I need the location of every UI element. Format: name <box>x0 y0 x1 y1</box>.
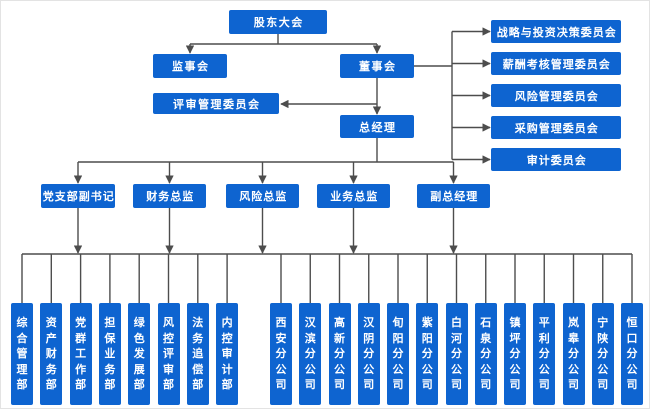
committee-node-label: 战略与投资决策委员会 <box>496 25 617 39</box>
committee-node: 薪酬考核管理委员会 <box>491 52 621 75</box>
department-node: 党群工作部 <box>69 303 92 405</box>
executive-node-label: 党支部副书记 <box>42 190 115 203</box>
branch-node: 宁陕分公司 <box>591 303 614 405</box>
executive-node: 副总经理 <box>417 184 490 208</box>
committee-node-label: 薪酬考核管理委员会 <box>502 57 611 71</box>
branch-node: 白河分公司 <box>445 303 468 405</box>
department-node: 法务追偿部 <box>186 303 209 405</box>
node-supervisory-board: 监事会 <box>153 54 227 78</box>
department-node: 综合管理部 <box>11 303 33 405</box>
committee-node: 审计委员会 <box>491 148 621 171</box>
executive-node-label: 副总经理 <box>430 190 479 203</box>
department-node-label: 绿色发展部 <box>133 316 145 392</box>
node-shareholders-meeting: 股东大会 <box>229 10 327 34</box>
branch-node: 高新分公司 <box>328 303 351 405</box>
branch-node-label: 宁陕分公司 <box>597 316 609 392</box>
branch-node: 汉阴分公司 <box>357 303 380 405</box>
committee-node-label: 采购管理委员会 <box>514 121 599 135</box>
node-review-management-committee: 评审管理委员会 <box>153 93 279 114</box>
branch-node-label: 平利分公司 <box>538 316 550 392</box>
branch-node-label: 镇坪分公司 <box>509 316 521 392</box>
branch-node: 石泉分公司 <box>474 303 497 405</box>
branch-node-label: 汉阴分公司 <box>363 316 375 392</box>
executive-node: 党支部副书记 <box>41 184 115 208</box>
node-general-manager: 总经理 <box>340 115 414 138</box>
branch-node: 镇坪分公司 <box>504 303 526 405</box>
branch-node-label: 汉滨分公司 <box>304 316 316 392</box>
executive-node-label: 风险总监 <box>239 190 288 203</box>
branch-node: 西安分公司 <box>270 303 292 405</box>
executive-node: 财务总监 <box>133 184 206 208</box>
branch-node-label: 岚皋分公司 <box>568 316 579 392</box>
branch-node: 平利分公司 <box>533 303 556 405</box>
department-node-label: 党群工作部 <box>75 316 87 392</box>
executive-node-label: 财务总监 <box>146 190 195 203</box>
branch-node-label: 恒口分公司 <box>626 316 638 392</box>
executive-node: 风险总监 <box>226 184 299 208</box>
branch-node-label: 白河分公司 <box>451 316 462 392</box>
branch-node: 恒口分公司 <box>621 303 643 405</box>
branch-node: 旬阳分公司 <box>387 303 409 405</box>
node-supervisory-board-label: 监事会 <box>172 60 210 73</box>
department-node: 绿色发展部 <box>128 303 151 405</box>
node-general-manager-label: 总经理 <box>359 120 397 134</box>
branch-node-label: 石泉分公司 <box>480 316 492 392</box>
executive-node-label: 业务总监 <box>330 190 379 203</box>
department-node-label: 资产财务部 <box>45 316 57 392</box>
committee-node: 战略与投资决策委员会 <box>491 20 621 43</box>
department-node-label: 综合管理部 <box>16 316 28 392</box>
department-node-label: 法务追偿部 <box>192 316 204 392</box>
branch-node-label: 紫阳分公司 <box>421 316 433 392</box>
department-node: 资产财务部 <box>40 303 63 405</box>
department-node: 内控审计部 <box>216 303 239 405</box>
branch-node: 岚皋分公司 <box>562 303 585 405</box>
node-board-of-directors: 董事会 <box>340 54 414 78</box>
committee-node-label: 审计委员会 <box>526 153 587 167</box>
committee-node: 采购管理委员会 <box>491 116 621 139</box>
department-node-label: 担保业务部 <box>104 316 116 392</box>
committee-node-label: 风险管理委员会 <box>514 89 599 103</box>
node-board-of-directors-label: 董事会 <box>359 60 397 73</box>
department-node: 风控评审部 <box>157 303 180 405</box>
department-node: 担保业务部 <box>98 303 121 405</box>
branch-node: 紫阳分公司 <box>416 303 439 405</box>
department-node-label: 风控评审部 <box>163 316 174 392</box>
executive-node: 业务总监 <box>317 184 390 208</box>
branch-node-label: 高新分公司 <box>334 316 345 392</box>
branch-node: 汉滨分公司 <box>299 303 322 405</box>
node-review-management-committee-label: 评审管理委员会 <box>173 97 261 111</box>
branch-node-label: 旬阳分公司 <box>392 316 404 392</box>
department-node-label: 内控审计部 <box>221 316 233 392</box>
node-shareholders-meeting-label: 股东大会 <box>253 16 304 29</box>
committee-node: 风险管理委员会 <box>491 84 621 107</box>
branch-node-label: 西安分公司 <box>275 316 287 392</box>
